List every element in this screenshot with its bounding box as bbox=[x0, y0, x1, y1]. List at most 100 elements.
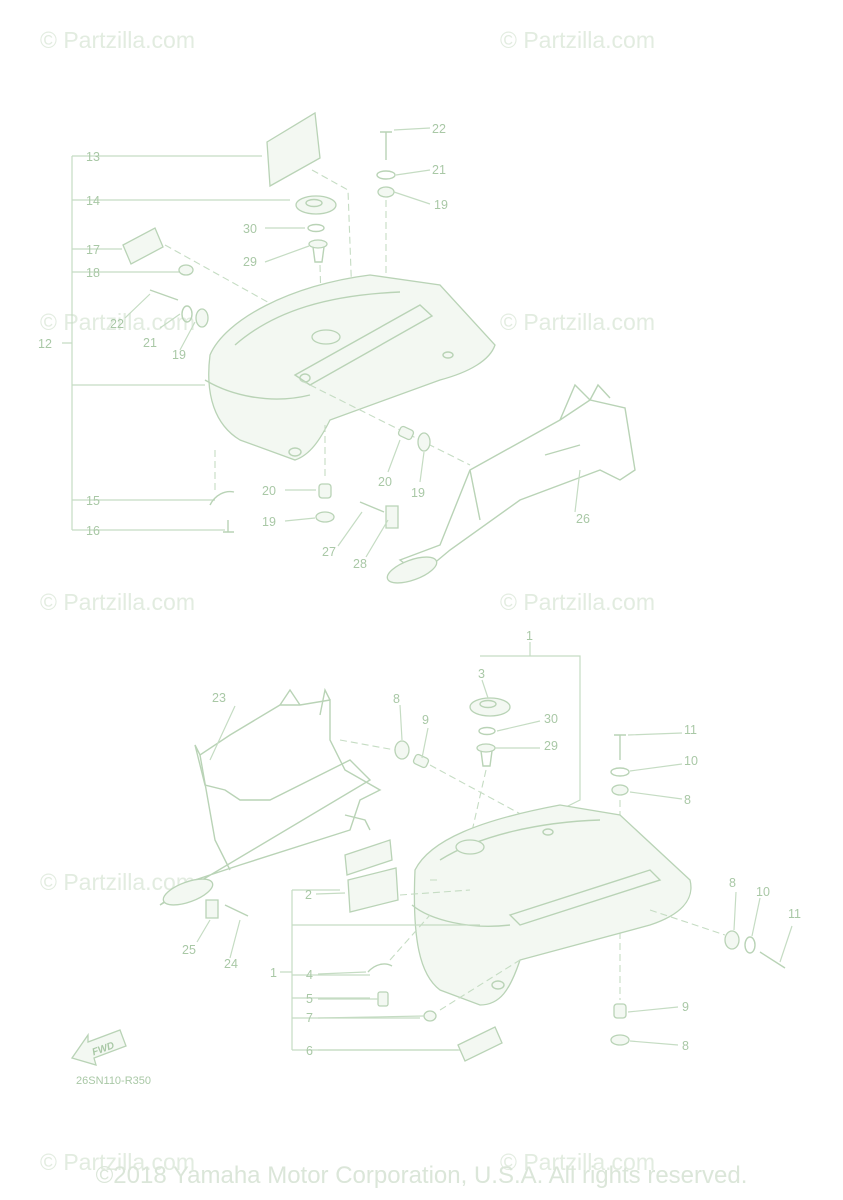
callout-number: 3 bbox=[478, 667, 485, 681]
watermark: © Partzilla.com bbox=[500, 27, 655, 53]
fuel-tank-upper bbox=[208, 274, 496, 461]
copyright-notice: ©2018 Yamaha Motor Corporation, U.S.A. A… bbox=[95, 1162, 748, 1189]
bolt-24 bbox=[224, 904, 249, 917]
watermark: © Partzilla.com bbox=[40, 27, 195, 53]
callout-number: 5 bbox=[306, 992, 313, 1006]
callout-number: 21 bbox=[432, 163, 446, 177]
fuel-cap-14 bbox=[295, 195, 337, 215]
fwd-arrow-icon: FWD bbox=[70, 1029, 127, 1066]
callout-number: 21 bbox=[143, 336, 157, 350]
callout-number: 22 bbox=[432, 122, 446, 136]
watermark: © Partzilla.com bbox=[500, 1149, 655, 1175]
callout-number: 8 bbox=[729, 876, 736, 890]
callout-number: 7 bbox=[306, 1011, 313, 1025]
callout-number: 30 bbox=[544, 712, 558, 726]
lower-leaders bbox=[196, 679, 793, 1051]
washer-21b bbox=[181, 305, 193, 323]
callout-number: 11 bbox=[684, 723, 697, 737]
upper-assembly bbox=[62, 111, 636, 584]
watermark: © Partzilla.com bbox=[500, 309, 655, 335]
bracket-28 bbox=[385, 505, 399, 529]
callout-number: 1 bbox=[526, 629, 533, 643]
callout-number: 20 bbox=[262, 484, 276, 498]
callout-number: 25 bbox=[182, 943, 196, 957]
callout-number: 22 bbox=[110, 317, 124, 331]
washer-10b bbox=[744, 936, 756, 954]
callout-number: 27 bbox=[322, 545, 336, 559]
watermark: © Partzilla.com bbox=[500, 589, 655, 615]
emblem-6 bbox=[457, 1026, 503, 1062]
grommet-19d bbox=[417, 432, 431, 452]
emblem-17 bbox=[122, 227, 164, 265]
upper-callouts: 22 21 19 13 14 30 29 17 18 22 21 19 12 2… bbox=[38, 122, 590, 571]
callout-number: 15 bbox=[86, 494, 100, 508]
grommet-8c bbox=[724, 930, 740, 950]
bolt-22b bbox=[149, 289, 179, 301]
o-ring-30b bbox=[478, 726, 496, 736]
callout-number: 17 bbox=[86, 243, 100, 257]
callout-number: 2 bbox=[305, 888, 312, 902]
lower-assembly bbox=[159, 642, 786, 1062]
callout-number: 8 bbox=[682, 1039, 689, 1053]
callout-number: 8 bbox=[393, 692, 400, 706]
washer-10a bbox=[610, 767, 630, 777]
grommet-8a bbox=[394, 740, 410, 760]
hose-clip-15 bbox=[209, 490, 235, 506]
washer-21 bbox=[376, 170, 396, 180]
grommet-19 bbox=[377, 186, 395, 198]
callout-bracket-12 bbox=[62, 155, 290, 531]
callout-number: 10 bbox=[756, 885, 770, 899]
upper-leaders bbox=[124, 127, 581, 558]
bolt-27 bbox=[359, 501, 385, 513]
callout-number: 26 bbox=[576, 512, 590, 526]
callout-number: 16 bbox=[86, 524, 100, 538]
o-ring-30 bbox=[307, 223, 325, 233]
callout-number: 19 bbox=[434, 198, 448, 212]
callout-number: 11 bbox=[788, 907, 801, 921]
callout-number: 20 bbox=[378, 475, 392, 489]
collar-20 bbox=[318, 483, 332, 499]
callout-number: 30 bbox=[243, 222, 257, 236]
grommet-8b bbox=[611, 784, 629, 796]
callout-number: 10 bbox=[684, 754, 698, 768]
label-2a bbox=[344, 839, 393, 876]
callout-number: 13 bbox=[86, 150, 100, 164]
callout-number: 9 bbox=[682, 1000, 689, 1014]
callout-number: 8 bbox=[684, 793, 691, 807]
bolt-11b bbox=[759, 951, 786, 969]
callout-number: 1 bbox=[270, 966, 277, 980]
callout-number: 4 bbox=[306, 968, 313, 982]
frame-26 bbox=[398, 399, 636, 576]
nut-18 bbox=[178, 264, 194, 276]
callout-number: 18 bbox=[86, 266, 100, 280]
callout-number: 12 bbox=[38, 337, 52, 351]
bolt-5 bbox=[377, 991, 389, 1007]
callout-number: 29 bbox=[544, 739, 558, 753]
collar-9a bbox=[412, 753, 430, 769]
callout-number: 14 bbox=[86, 194, 100, 208]
callout-number: 29 bbox=[243, 255, 257, 269]
diagram-code: 26SN110-R350 bbox=[76, 1075, 151, 1087]
label-2b bbox=[347, 867, 399, 913]
collar-20b bbox=[397, 425, 415, 441]
bolt-16 bbox=[223, 520, 234, 533]
callout-bracket-1 bbox=[480, 642, 581, 811]
callout-number: 23 bbox=[212, 691, 226, 705]
fuel-tank-lower bbox=[413, 804, 692, 1006]
bolt-11a bbox=[614, 734, 626, 760]
grommet-19b bbox=[195, 308, 209, 328]
watermark: © Partzilla.com bbox=[40, 1149, 195, 1175]
collar-9b bbox=[613, 1003, 627, 1019]
grommet-19c bbox=[315, 511, 335, 523]
bracket-25 bbox=[205, 899, 219, 919]
grommet-8d bbox=[610, 1034, 630, 1046]
callout-number: 9 bbox=[422, 713, 429, 727]
callout-number: 28 bbox=[353, 557, 367, 571]
label-sticker-13 bbox=[266, 111, 321, 188]
filler-neck-29b bbox=[476, 743, 496, 753]
filler-neck-29 bbox=[308, 239, 328, 249]
watermark: © Partzilla.com bbox=[40, 589, 195, 615]
callout-number: 19 bbox=[411, 486, 425, 500]
callout-number: 6 bbox=[306, 1044, 313, 1058]
